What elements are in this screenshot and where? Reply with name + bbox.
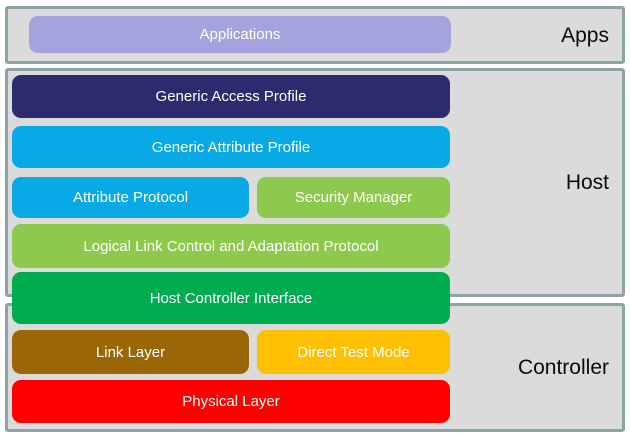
generic-attribute-profile-block: Generic Attribute Profile (12, 126, 450, 168)
controller-section-label: Controller (517, 356, 609, 379)
link-layer-block: Link Layer (12, 330, 249, 374)
applications-block: Applications (29, 16, 451, 53)
host-section-label: Host (565, 171, 609, 194)
direct-test-mode-block: Direct Test Mode (257, 330, 450, 374)
host-controller-interface-block: Host Controller Interface (12, 272, 450, 324)
l2cap-block: Logical Link Control and Adaptation Prot… (12, 224, 450, 268)
generic-access-profile-block: Generic Access Profile (12, 75, 450, 118)
apps-section-label: Apps (561, 23, 609, 47)
security-manager-block: Security Manager (257, 177, 450, 218)
attribute-protocol-block: Attribute Protocol (12, 177, 249, 218)
physical-layer-block: Physical Layer (12, 380, 450, 423)
